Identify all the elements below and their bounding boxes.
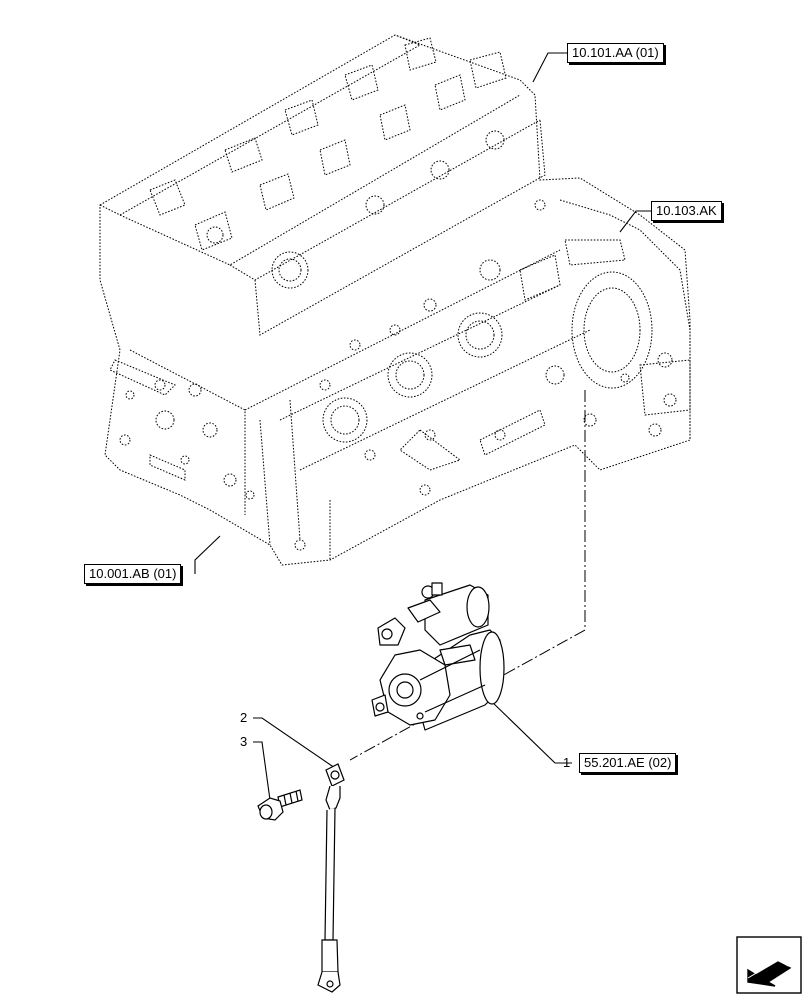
bolt xyxy=(257,789,303,821)
ref-flywheel-housing[interactable]: 10.103.AK xyxy=(651,201,722,221)
reference-leaders xyxy=(194,52,651,801)
ref-starter-motor[interactable]: 55.201.AE (02) xyxy=(579,753,677,773)
next-page-button[interactable] xyxy=(737,937,801,993)
ref-cylinder-head[interactable]: 10.101.AA (01) xyxy=(567,43,664,63)
next-page-arrow-icon xyxy=(736,936,802,994)
starter-motor xyxy=(371,582,505,731)
engine-block-phantom xyxy=(99,34,691,566)
callout-item-3: 3 xyxy=(240,734,248,749)
ground-cable xyxy=(317,763,345,993)
callout-item-1: 1 xyxy=(563,755,571,770)
callout-item-2: 2 xyxy=(240,710,248,725)
alignment-centerline xyxy=(349,390,586,761)
ref-engine-block[interactable]: 10.001.AB (01) xyxy=(84,564,182,584)
